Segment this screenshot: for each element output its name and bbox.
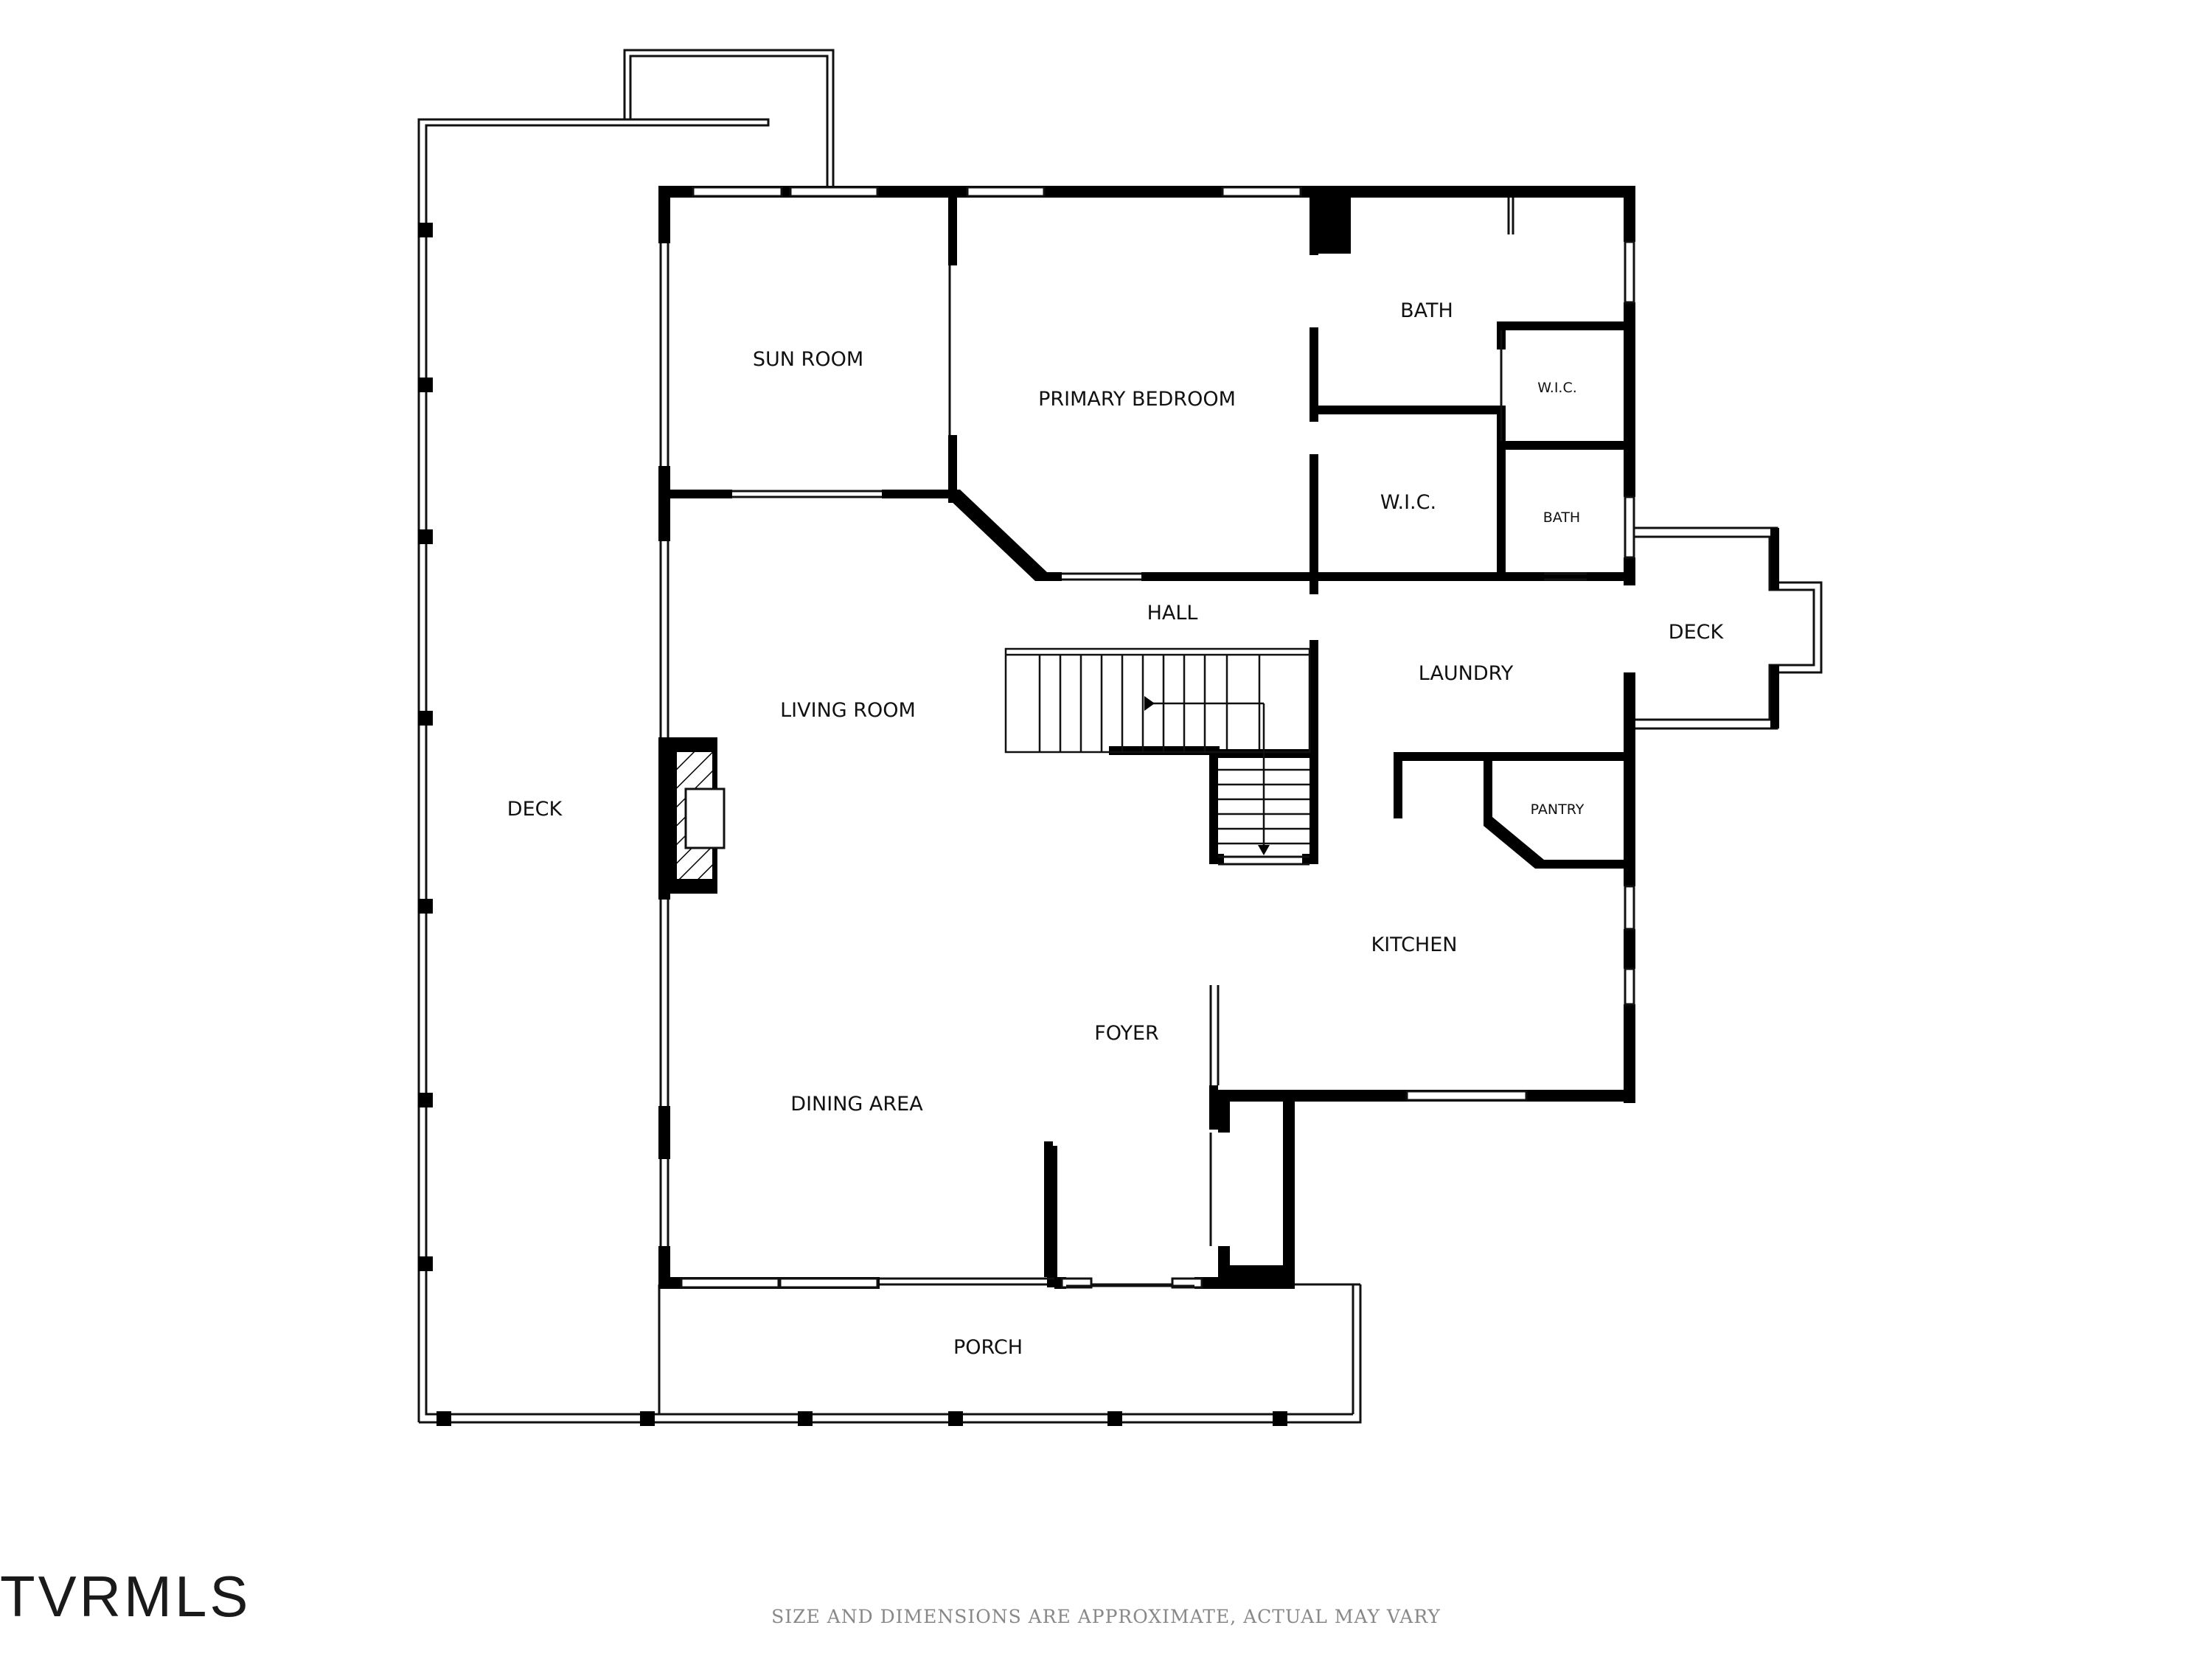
label-porch: PORCH <box>953 1336 1023 1359</box>
label-primary-bedroom: PRIMARY BEDROOM <box>1038 388 1236 411</box>
label-deck-right: DECK <box>1669 621 1725 644</box>
right-deck-posts <box>1770 528 1779 728</box>
label-foyer: FOYER <box>1094 1022 1159 1045</box>
mls-watermark: TVRMLS <box>0 1564 251 1629</box>
label-wic: W.I.C. <box>1380 491 1436 514</box>
room-labels: DECK SUN ROOM PRIMARY BEDROOM BATH W.I.C… <box>507 299 1725 1359</box>
label-deck-left: DECK <box>507 798 563 821</box>
deck-outline <box>417 49 1362 1424</box>
label-kitchen: KITCHEN <box>1371 933 1458 956</box>
stair-arrow-down <box>1258 845 1270 855</box>
label-bath-small: BATH <box>1543 509 1580 526</box>
right-deck-outline <box>1631 526 1823 730</box>
left-wall-openings <box>659 243 669 1246</box>
interior-thin-lines <box>732 198 1587 1287</box>
windows <box>680 186 1635 1289</box>
label-living-room: LIVING ROOM <box>780 699 916 722</box>
interior-walls <box>658 193 1635 1277</box>
stairs <box>1004 647 1311 848</box>
label-bath-upper: BATH <box>1400 299 1453 322</box>
deck-posts <box>418 223 1287 1426</box>
label-laundry: LAUNDRY <box>1419 662 1514 685</box>
label-hall: HALL <box>1147 602 1198 625</box>
label-sun-room: SUN ROOM <box>753 348 863 371</box>
label-wic-small: W.I.C. <box>1537 380 1577 396</box>
label-dining-area: DINING AREA <box>790 1093 923 1116</box>
dimensions-disclaimer: SIZE AND DIMENSIONS ARE APPROXIMATE, ACT… <box>771 1606 1441 1627</box>
stair-arrow-right <box>1144 696 1155 711</box>
label-pantry: PANTRY <box>1531 801 1585 818</box>
fireplace <box>658 737 726 894</box>
